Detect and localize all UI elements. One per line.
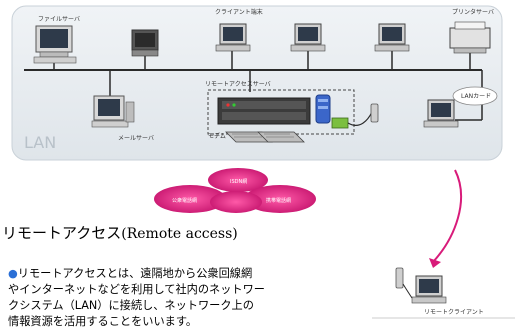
remote-client-pc-icon [411,275,447,304]
mail-server-label: メールサーバ [118,135,154,142]
lan-label: LAN [24,133,56,152]
caption-line: リモートアクセスとは、遠隔地から公衆回線網 [17,267,253,280]
file-server-icon [33,25,77,64]
network-label-public: 公衆電話網 [172,197,197,204]
caption-title: リモートアクセス(Remote access) [2,222,238,243]
remote-access-server-label: リモートアクセスサーバ [205,81,271,88]
caption-block: リモートアクセス(Remote access) ●リモートアクセスとは、遠隔地か… [0,218,340,332]
printer-icon [449,21,491,54]
caption-line: 情報資源を活用することをいいます。 [8,315,198,328]
clients-label: クライアント端末 [215,8,263,16]
bullet-icon: ● [8,267,18,280]
network-label-isdn: ISDN網 [230,178,247,185]
modem-label: モデム [208,132,226,140]
caption-title-en: (Remote access) [121,226,238,242]
mobile-phone-icon [395,267,404,289]
connection-arrow [432,169,463,263]
lan-card-pc-icon [423,99,459,128]
caption-line: やインターネットなどを利用して社内のネットワー [8,283,265,296]
print-server-label: プリンタサーバ [452,8,494,16]
caption-line: クシステム（LAN）に接続し、ネットワーク上の [8,299,254,312]
mail-server-icon [91,95,135,128]
router-icon [315,94,331,124]
file-server-label: ファイルサーバ [38,16,80,23]
client-pc-icon [374,23,410,52]
mobile-phone-icon [370,103,379,123]
lan-card-callout [452,86,498,106]
modem-icon [257,131,305,143]
client-pc-icon [215,23,251,52]
remote-access-server-icon [217,97,311,125]
lan-card-label: LANカード [461,93,491,100]
client-pc-icon [290,23,326,52]
network-label-mobile: 携帯電話網 [266,197,291,204]
network-clouds [154,168,316,213]
remote-client-label: リモートクライアント [424,309,484,316]
caption-title-ja: リモートアクセス [2,224,122,242]
client-pc-icon [131,29,159,57]
caption-description: ●リモートアクセスとは、遠隔地から公衆回線網 やインターネットなどを利用して社内… [8,266,338,330]
